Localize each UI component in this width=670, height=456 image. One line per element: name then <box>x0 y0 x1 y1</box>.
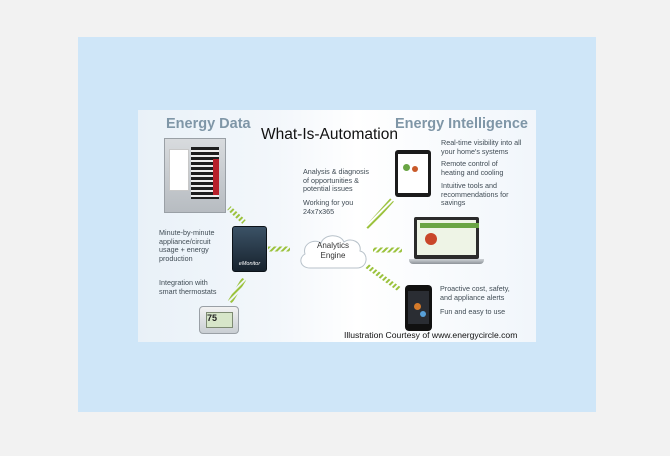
right-note-visibility: Real-time visibility into all your home'… <box>441 138 522 156</box>
emonitor-label: eMonitor <box>238 261 261 267</box>
thermostat-reading: 75 <box>207 313 218 323</box>
energy-intelligence-header: Energy Intelligence <box>395 116 528 132</box>
cloud-icon <box>300 235 367 269</box>
tablet-icon <box>395 150 431 197</box>
energy-data-header: Energy Data <box>166 116 251 132</box>
left-note-thermostats: Integration with smart thermostats <box>159 278 217 296</box>
thermostat-icon: 75 <box>199 306 239 334</box>
emonitor-device-icon: eMonitor <box>232 226 267 272</box>
illustration-credit: Illustration Courtesy of www.energycircl… <box>344 330 518 340</box>
laptop-icon <box>409 217 484 267</box>
left-note-usage: Minute-by-minute appliance/circuit usage… <box>159 228 215 263</box>
diagram-title: What-Is-Automation <box>261 126 398 143</box>
right-note-fun: Fun and easy to use <box>440 307 506 316</box>
center-note-working: Working for you 24x7x365 <box>303 198 354 216</box>
right-note-remote-control: Remote control of heating and cooling <box>441 159 504 177</box>
center-note-analysis: Analysis & diagnosis of opportunities & … <box>303 167 369 194</box>
smartphone-icon <box>405 285 432 331</box>
analytics-engine-label: Analytics Engine <box>316 241 349 260</box>
right-note-alerts: Proactive cost, safety, and appliance al… <box>440 284 510 302</box>
electrical-panel-icon <box>164 138 226 213</box>
right-note-tools: Intuitive tools and recommendations for … <box>441 181 509 208</box>
